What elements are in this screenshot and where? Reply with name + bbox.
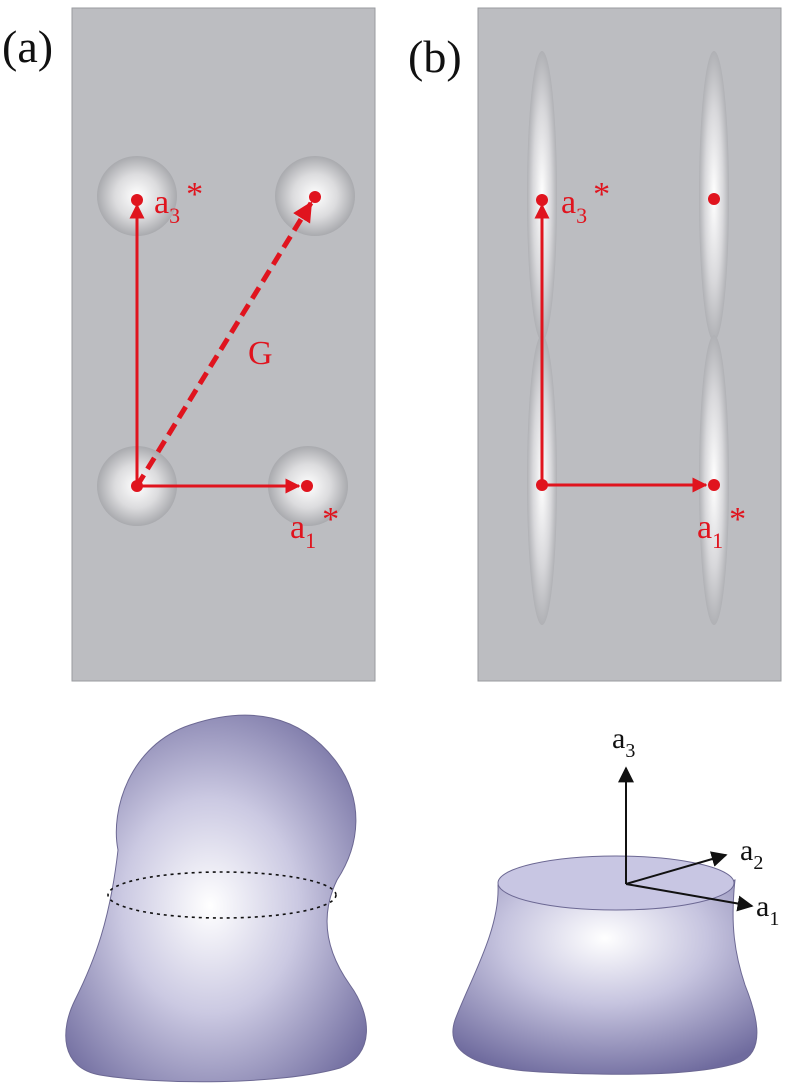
label-axis-a3: a3 <box>612 722 635 762</box>
panel-b-background <box>477 7 782 682</box>
panel-b: a3* a1* <box>477 7 782 682</box>
lattice-point-origin-b <box>536 479 548 491</box>
axis-a1 <box>625 883 754 912</box>
panel-a: a3* G a1* <box>71 7 376 682</box>
lattice-point-a1 <box>301 480 313 492</box>
axis-a2 <box>625 851 728 885</box>
panel-a-label: (a) <box>2 21 53 72</box>
lattice-point-a1-b <box>708 479 720 491</box>
panel-b-label: (b) <box>408 31 462 82</box>
vector-g <box>134 201 314 488</box>
lattice-point-g <box>309 191 321 203</box>
label-axis-a2: a2 <box>740 834 763 874</box>
cross-section-ring <box>107 871 337 919</box>
crystal-axes: a3 a2 a1 <box>612 722 779 930</box>
cylinder-top-face <box>497 855 735 911</box>
label-a3-star-b: a3* <box>561 176 610 228</box>
lattice-point-a3 <box>131 194 143 206</box>
label-a1-star-b: a1* <box>697 501 746 553</box>
truncated-cylinder-shape <box>452 855 758 1075</box>
lattice-point-origin <box>131 480 143 492</box>
deformed-surface-shape <box>65 714 367 1083</box>
lattice-point-corner-b <box>708 193 720 205</box>
label-a3-star: a3* <box>154 176 203 228</box>
label-axis-a1: a1 <box>756 890 779 930</box>
lattice-point-a3-b <box>536 194 548 206</box>
label-a1-star: a1* <box>290 501 339 553</box>
droplet-body <box>65 714 367 1083</box>
label-g: G <box>248 335 273 372</box>
